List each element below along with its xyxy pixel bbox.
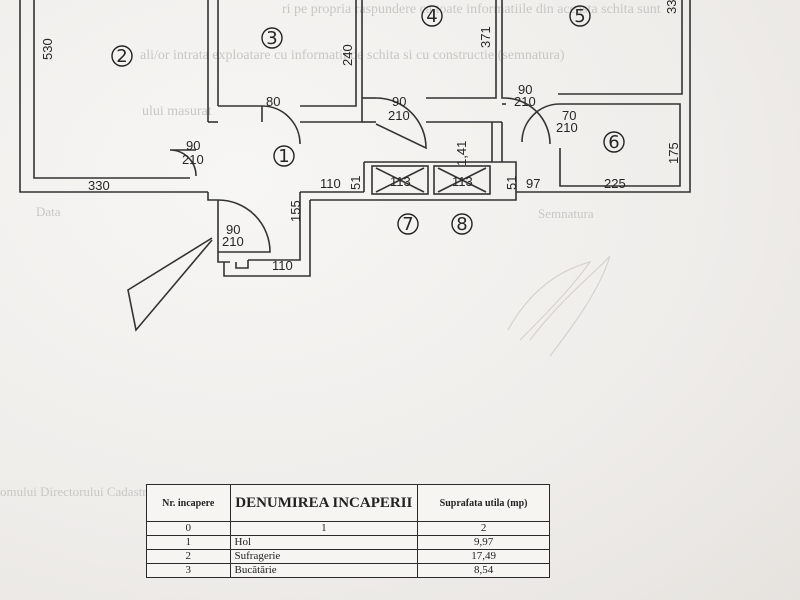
door-5-height: 210 — [222, 234, 244, 249]
table-cell: Sufragerie — [229, 549, 419, 564]
table-cell: 3 — [146, 563, 231, 578]
room-number-6: 6 — [608, 132, 619, 153]
table-cell: Bucătărie — [229, 563, 419, 578]
dim-110-bottom: 110 — [272, 258, 293, 273]
door-5-width: 90 — [226, 222, 240, 237]
header-denumirea: DENUMIREA INCAPERII — [229, 484, 419, 522]
dim-80: 80 — [266, 94, 280, 109]
faint-text-line-3: ului masurat — [142, 104, 212, 119]
door-2-width: 90 — [392, 94, 406, 109]
header-suprafata: Suprafata utila (mp) — [417, 484, 550, 522]
dim-240: 240 — [340, 44, 355, 66]
faint-signature-scribble — [507, 255, 611, 357]
faint-text-line-2: ali/or intrata exploatare cu informatii … — [140, 48, 565, 63]
table-row: 3 Bucătărie 8,54 — [146, 563, 550, 578]
table-cell: 2 — [417, 521, 550, 536]
table-index-row: 0 1 2 — [146, 521, 550, 536]
table-cell: 2 — [146, 549, 231, 564]
dim-51-left: 51 — [348, 176, 363, 190]
header-nr: Nr. incapere — [146, 484, 231, 522]
table-cell: 1 — [146, 535, 231, 550]
room-number-2: 2 — [116, 46, 127, 67]
door-2-height: 210 — [388, 108, 410, 123]
dim-175: 175 — [666, 142, 681, 164]
faint-signature-label: Semnatura — [538, 206, 594, 221]
door-4-height: 210 — [556, 120, 578, 135]
table-cell: 1 — [229, 521, 419, 536]
table-cell: Hol — [229, 535, 419, 550]
door-1-height: 210 — [182, 152, 204, 167]
dim-51-right: 51 — [504, 176, 519, 190]
table-header-row: Nr. incapere DENUMIREA INCAPERII Suprafa… — [146, 484, 550, 522]
table-cell: 17,49 — [417, 549, 550, 564]
door-3-height: 210 — [514, 94, 536, 109]
room-number-4: 4 — [426, 6, 437, 27]
dim-110-top: 110 — [320, 176, 341, 191]
faint-date-label: Data — [36, 204, 61, 219]
shaft-label-1: 113 — [390, 174, 411, 189]
room-number-1: 1 — [278, 146, 289, 167]
dim-225: 225 — [604, 176, 626, 191]
table-cell: 8,54 — [417, 563, 550, 578]
room-number-7: 7 — [402, 214, 413, 235]
table-cell: 0 — [146, 521, 231, 536]
door-4-width: 70 — [562, 108, 576, 123]
door-1-width: 90 — [186, 138, 200, 153]
dim-141: 1,41 — [454, 141, 469, 166]
faint-text-line-1: ri pe propria raspundere ca toate inform… — [282, 2, 661, 17]
dim-33: 33 — [664, 0, 679, 14]
dim-97: 97 — [526, 176, 540, 191]
door-3-width: 90 — [518, 82, 532, 97]
room-number-3: 3 — [266, 28, 277, 49]
dim-371: 371 — [478, 26, 493, 48]
room-number-8: 8 — [456, 214, 467, 235]
table-cell: 9,97 — [417, 535, 550, 550]
dim-530: 530 — [40, 38, 55, 60]
table-row: 1 Hol 9,97 — [146, 535, 550, 550]
dim-155: 155 — [288, 200, 303, 222]
shaft-label-2: 113 — [452, 174, 473, 189]
rooms-table: Nr. incapere DENUMIREA INCAPERII Suprafa… — [146, 484, 550, 578]
table-row: 2 Sufragerie 17,49 — [146, 549, 550, 564]
dim-330: 330 — [88, 178, 110, 193]
room-number-5: 5 — [574, 6, 585, 27]
